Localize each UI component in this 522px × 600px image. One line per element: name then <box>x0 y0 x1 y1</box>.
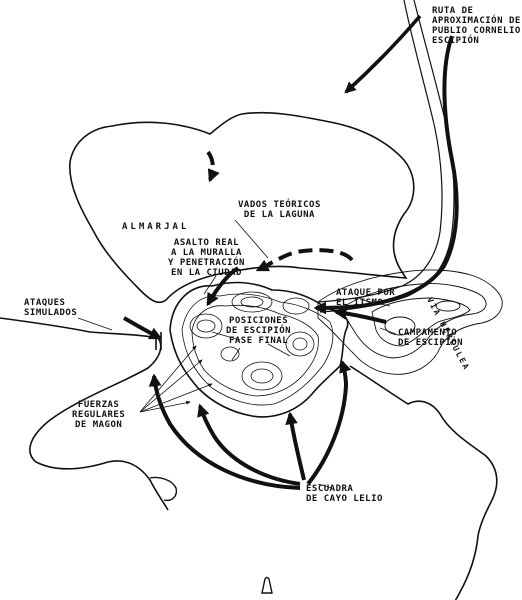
label-ataques-simulados: ATAQUES SIMULADOS <box>24 298 78 318</box>
label-ataque-istmo: ATAQUE POR EL ITSMO <box>336 288 396 308</box>
wall-assault-arrow <box>206 266 240 307</box>
lagoon-crossing-dashed <box>206 150 220 183</box>
approach-route-arrow <box>313 35 459 315</box>
label-fuerzas-magon: FUERZAS REGULARES DE MAGON <box>72 400 126 430</box>
label-almarjal: ALMARJAL <box>122 222 190 232</box>
city-contours <box>181 291 334 406</box>
lagoon-shoreline <box>69 111 415 304</box>
southeastern-coastline <box>349 365 498 600</box>
fleet-arrow-west <box>148 373 301 490</box>
via-herculea-road <box>319 0 455 313</box>
southwest-cove <box>149 476 178 502</box>
city-peninsula <box>169 281 349 418</box>
northern-approach-arrow <box>344 14 422 94</box>
fleet-arrow-far-east <box>306 359 352 486</box>
lagoon-assault-dashed <box>255 248 354 272</box>
label-vados-teoricos: VADOS TEÓRICOS DE LA LAGUNA <box>238 200 321 220</box>
label-approach-route: RUTA DE APROXIMACIÓN DE PUBLIO CORNELIO … <box>432 6 521 46</box>
label-campamento: CAMPAMENTO DE ESCIPIÓN <box>398 328 464 348</box>
western-coastline <box>0 317 169 511</box>
small-island <box>261 576 273 594</box>
via-herculea-road-inner <box>317 0 443 303</box>
label-asalto-real: ASALTO REAL A LA MURALLA Y PENETRACIÓN E… <box>168 238 245 278</box>
label-escuadra-cayo-lelio: ESCUADRA DE CAYO LELIO <box>306 484 383 504</box>
label-posiciones-escipion: POSICIONES DE ESCIPIÓN FASE FINAL <box>226 316 292 346</box>
eastern-hills <box>317 269 503 375</box>
fleet-arrow-center <box>197 403 301 486</box>
simulated-attack-arrow <box>123 316 163 340</box>
fleet-arrow-east <box>285 411 306 481</box>
isthmus-attack-arrow <box>333 306 387 324</box>
leader-lines <box>77 219 397 489</box>
